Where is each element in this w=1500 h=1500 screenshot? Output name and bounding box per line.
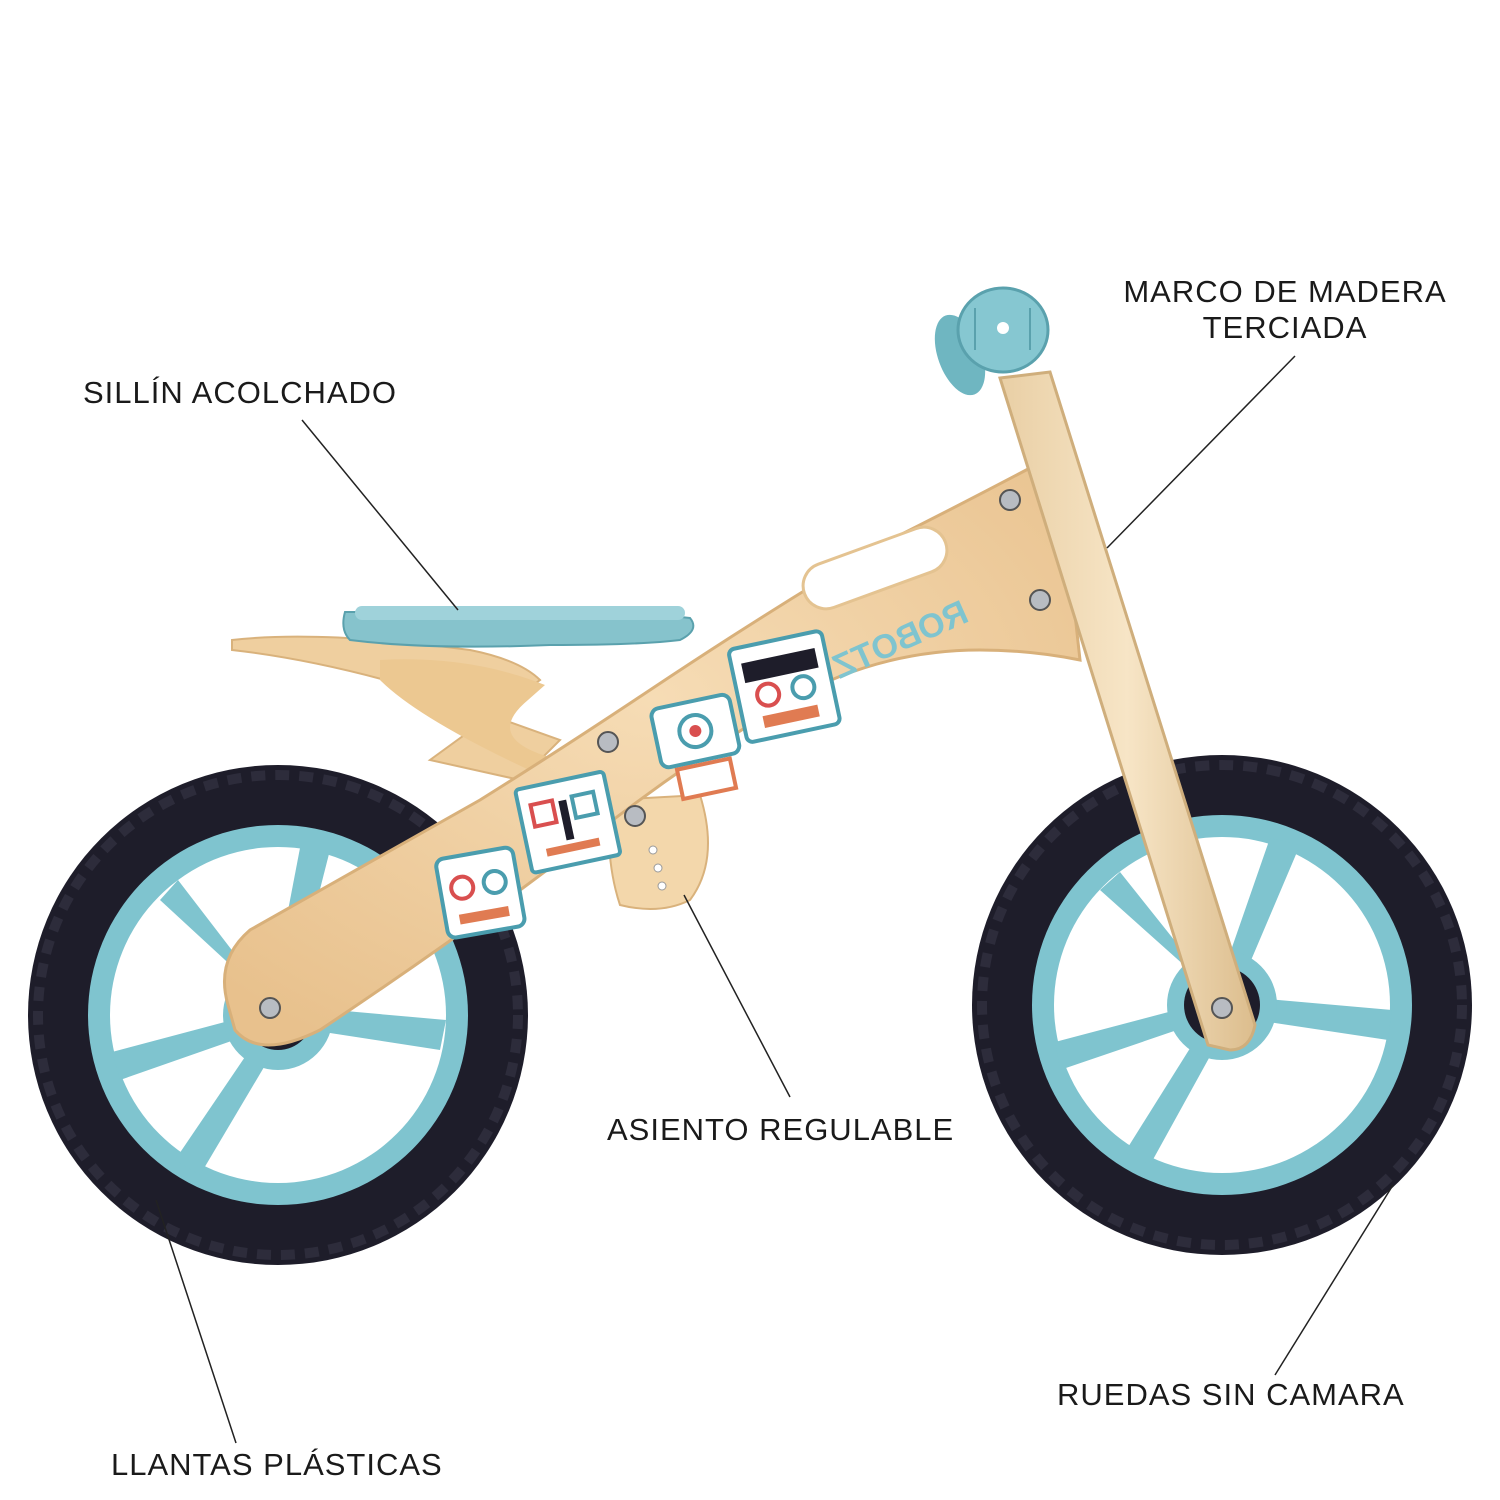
robot-sticker-3 <box>649 692 742 802</box>
label-marco-line2: TERCIADA <box>1202 310 1368 345</box>
fork-bolt <box>1211 997 1233 1019</box>
label-marco-line1: MARCO DE MADERA <box>1123 274 1447 309</box>
robot-sticker-2 <box>513 770 622 875</box>
callout-lines <box>155 355 1394 1444</box>
label-llantas: LLANTAS PLÁSTICAS <box>111 1447 443 1482</box>
front-fork <box>998 370 1257 1052</box>
label-marco: MARCO DE MADERA TERCIADA <box>1100 274 1470 346</box>
callout-line-ruedas <box>1274 1184 1394 1376</box>
handlebar-grip <box>934 286 1050 396</box>
callout-line-asiento <box>683 894 791 1098</box>
label-asiento: ASIENTO REGULABLE <box>607 1112 955 1147</box>
frame-bolts <box>259 489 1051 1019</box>
robot-sticker-4 <box>727 629 842 744</box>
label-sillin: SILLÍN ACOLCHADO <box>83 375 398 410</box>
wooden-frame <box>223 466 1082 1047</box>
frame-handle-slot <box>801 525 949 611</box>
callout-line-marco <box>1106 355 1296 549</box>
label-ruedas: RUEDAS SIN CAMARA <box>1057 1377 1405 1412</box>
callout-line-sillin <box>301 419 459 611</box>
robot-sticker-1 <box>434 845 527 940</box>
callout-line-llantas <box>155 1199 237 1444</box>
